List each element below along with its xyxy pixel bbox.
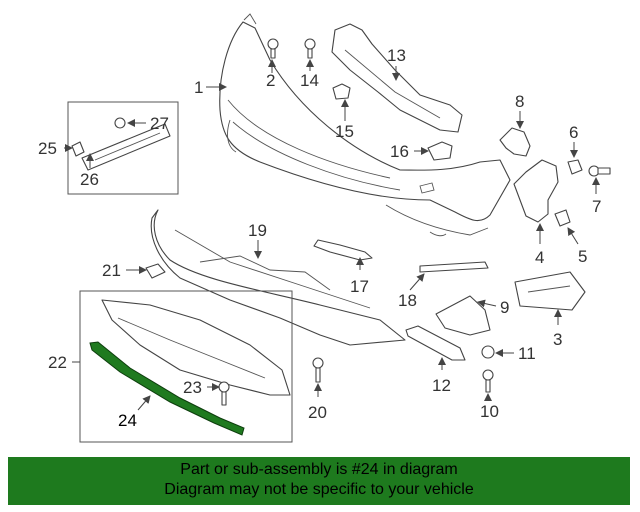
bolt-part-10 — [482, 369, 494, 393]
screw-part-14 — [304, 38, 316, 59]
callout-24: 24 — [118, 411, 137, 430]
info-banner-line-2: Diagram may not be specific to your vehi… — [164, 481, 474, 498]
bolt-part-23 — [218, 381, 230, 406]
screw-part-2 — [267, 38, 279, 59]
callout-14: 14 — [300, 71, 319, 90]
callout-2: 2 — [266, 71, 275, 90]
callout-10: 10 — [480, 402, 499, 421]
callout-13: 13 — [387, 46, 406, 65]
highlighted-air-deflector-24 — [89, 341, 245, 436]
callout-16: 16 — [390, 142, 409, 161]
callout-23: 23 — [183, 378, 202, 397]
callout-19: 19 — [248, 221, 267, 240]
callout-27: 27 — [150, 114, 169, 133]
info-banner-line-1: Part or sub-assembly is #24 in diagram — [180, 461, 458, 478]
bolt-part-7 — [588, 165, 611, 177]
callout-9: 9 — [500, 298, 509, 317]
clip-part-5 — [554, 209, 571, 227]
bracket-part-8 — [499, 127, 531, 157]
clip-part-21 — [145, 263, 166, 279]
deflector-part-9 — [435, 295, 491, 336]
lower-grille-part-3 — [514, 271, 586, 311]
callout-21: 21 — [102, 261, 121, 280]
clip-part-6 — [567, 159, 583, 175]
callout-26: 26 — [80, 170, 99, 189]
license-bracket-group — [67, 101, 179, 195]
callout-5: 5 — [578, 247, 587, 266]
callout-3: 3 — [553, 330, 562, 349]
bolt-part-20 — [312, 357, 324, 383]
trim-part-17 — [313, 239, 373, 261]
callout-1: 1 — [194, 78, 203, 97]
callout-22: 22 — [48, 353, 67, 372]
callout-8: 8 — [515, 92, 524, 111]
info-banner: Part or sub-assembly is #24 in diagram D… — [8, 457, 630, 505]
clip-part-11 — [481, 345, 495, 359]
callout-6: 6 — [569, 123, 578, 142]
callout-25: 25 — [38, 139, 57, 158]
parts-diagram: 1 2 3 4 5 6 7 8 9 10 11 12 13 14 15 16 1… — [38, 13, 611, 443]
callout-11: 11 — [518, 344, 536, 363]
upper-bracket-part — [331, 23, 463, 133]
tow-cap-part-16 — [427, 141, 453, 161]
side-bracket-part-4 — [513, 159, 559, 223]
bumper-cover-part — [219, 13, 511, 237]
strip-part-12 — [405, 325, 466, 361]
callout-7: 7 — [592, 197, 601, 216]
callout-15: 15 — [335, 122, 354, 141]
callout-4: 4 — [535, 248, 544, 267]
strip-part-18 — [419, 261, 489, 273]
callout-18: 18 — [398, 291, 417, 310]
callout-20: 20 — [308, 403, 327, 422]
callout-17: 17 — [350, 277, 369, 296]
callout-12: 12 — [432, 376, 451, 395]
lower-assembly-box — [79, 290, 293, 443]
clip-part-15 — [332, 83, 351, 100]
